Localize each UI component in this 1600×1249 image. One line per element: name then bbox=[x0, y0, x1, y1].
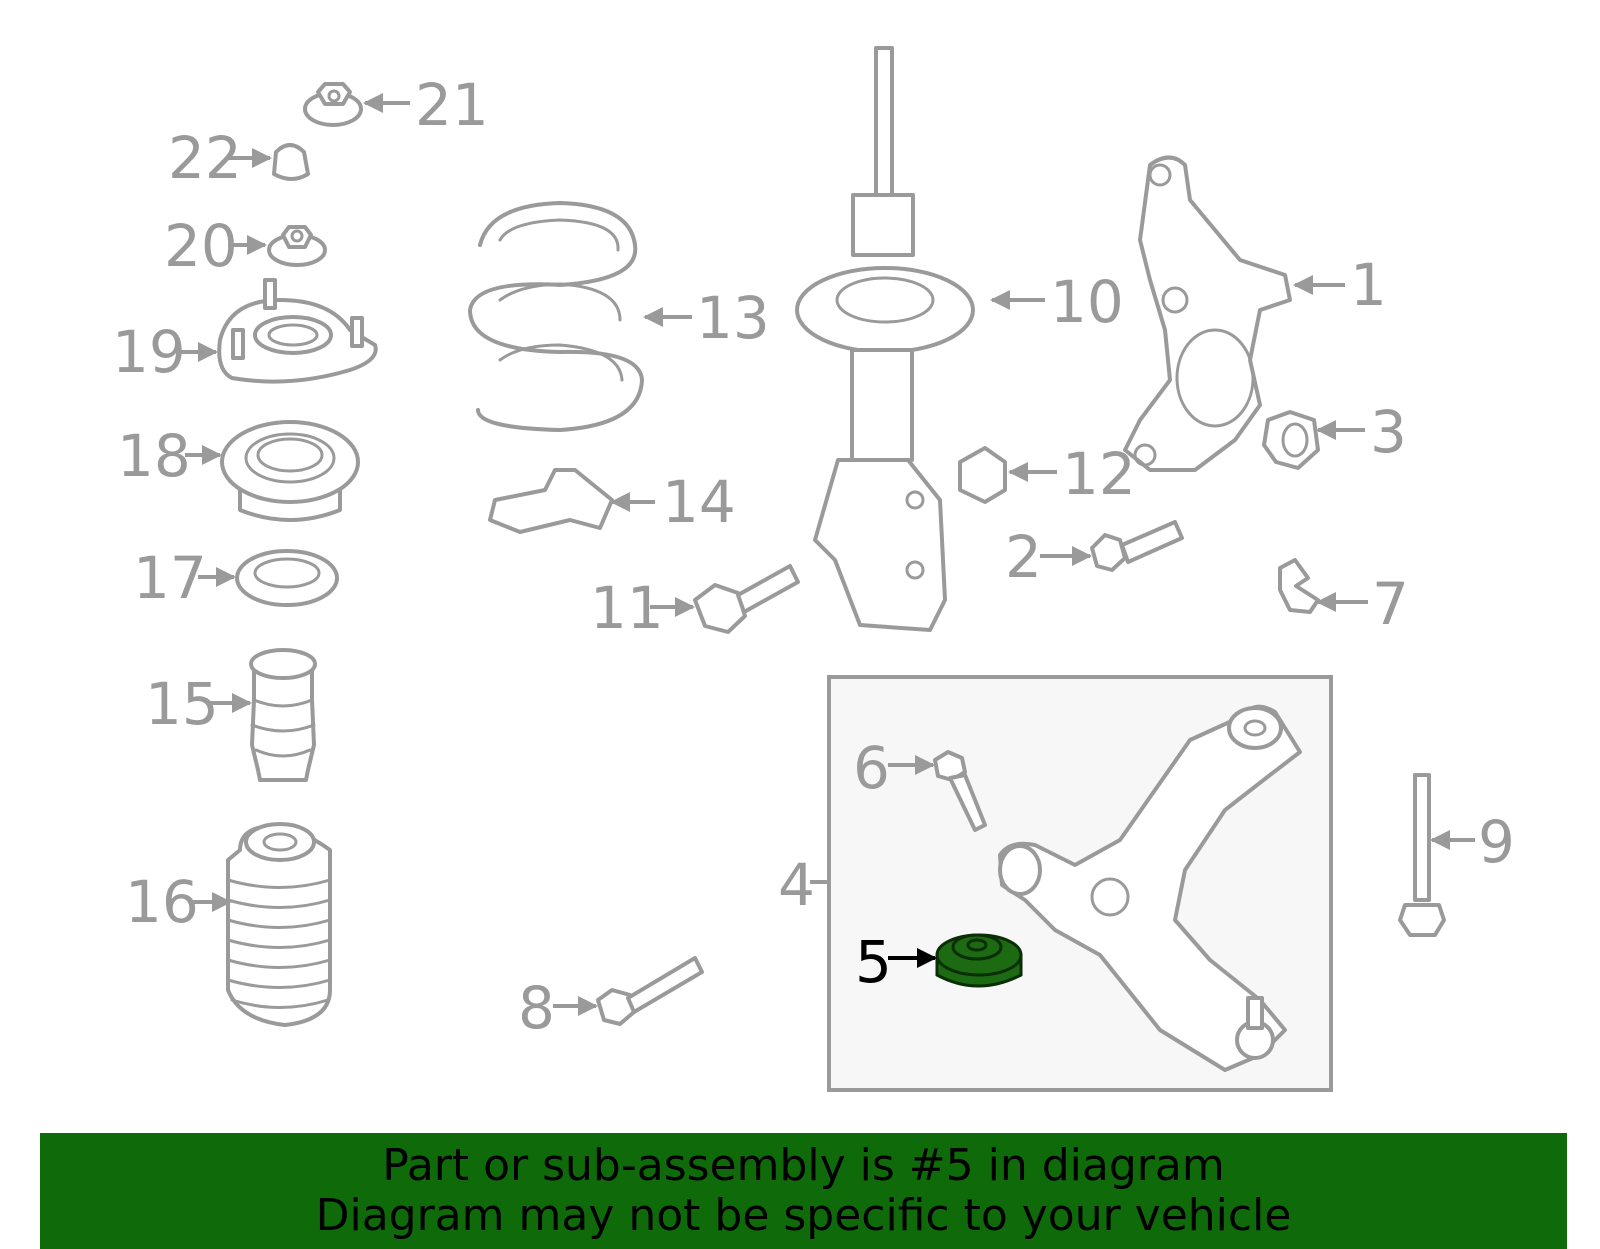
part-16-dust-boot bbox=[226, 822, 332, 1027]
part-3-nut bbox=[1262, 410, 1320, 470]
part-11-bolt bbox=[693, 564, 800, 634]
callout-arrows bbox=[178, 93, 1475, 1016]
callout-19: 19 bbox=[112, 318, 186, 386]
callout-6: 6 bbox=[853, 734, 890, 802]
callout-11: 11 bbox=[590, 574, 664, 642]
banner-line-2: Diagram may not be specific to your vehi… bbox=[315, 1190, 1292, 1241]
callout-13: 13 bbox=[696, 284, 770, 352]
part-7-clip bbox=[1278, 558, 1320, 614]
callout-10: 10 bbox=[1050, 268, 1124, 336]
part-19-strut-mount bbox=[217, 278, 378, 384]
callout-4: 4 bbox=[778, 851, 815, 919]
part-8-bolt bbox=[596, 956, 704, 1026]
callout-20: 20 bbox=[164, 212, 238, 280]
callout-17: 17 bbox=[133, 544, 207, 612]
callout-18: 18 bbox=[117, 422, 191, 490]
callout-16: 16 bbox=[125, 868, 199, 936]
part-20-nut bbox=[267, 225, 327, 267]
part-9-bolt bbox=[1398, 773, 1446, 937]
callout-1: 1 bbox=[1350, 251, 1387, 319]
callout-15: 15 bbox=[145, 670, 219, 738]
callout-2: 2 bbox=[1005, 523, 1042, 591]
part-21-nut bbox=[303, 82, 363, 127]
callout-5: 5 bbox=[855, 928, 892, 996]
callout-14: 14 bbox=[662, 468, 736, 536]
part-2-bolt bbox=[1090, 520, 1184, 572]
part-1-steering-knuckle bbox=[1123, 155, 1292, 472]
callout-21: 21 bbox=[415, 71, 489, 139]
part-15-bump-stop bbox=[249, 648, 317, 782]
callout-12: 12 bbox=[1062, 440, 1136, 508]
part-14-spring-insulator bbox=[488, 468, 614, 534]
callout-22: 22 bbox=[168, 124, 242, 192]
part-5-bushing-highlighted bbox=[935, 933, 1023, 988]
info-banner: Part or sub-assembly is #5 in diagram Di… bbox=[40, 1133, 1567, 1249]
part-18-bearing bbox=[220, 420, 360, 522]
part-10-strut bbox=[795, 46, 975, 632]
banner-line-1: Part or sub-assembly is #5 in diagram bbox=[382, 1140, 1225, 1191]
part-4-control-arm bbox=[998, 704, 1302, 1072]
callout-7: 7 bbox=[1372, 570, 1409, 638]
callout-8: 8 bbox=[518, 974, 555, 1042]
callout-9: 9 bbox=[1478, 808, 1515, 876]
part-6-bolt bbox=[933, 750, 987, 832]
part-22-cap bbox=[272, 143, 310, 181]
part-17-spring-seat bbox=[235, 549, 339, 607]
callout-3: 3 bbox=[1370, 398, 1407, 466]
part-13-coil-spring bbox=[468, 201, 644, 432]
part-12-nut bbox=[958, 446, 1007, 504]
